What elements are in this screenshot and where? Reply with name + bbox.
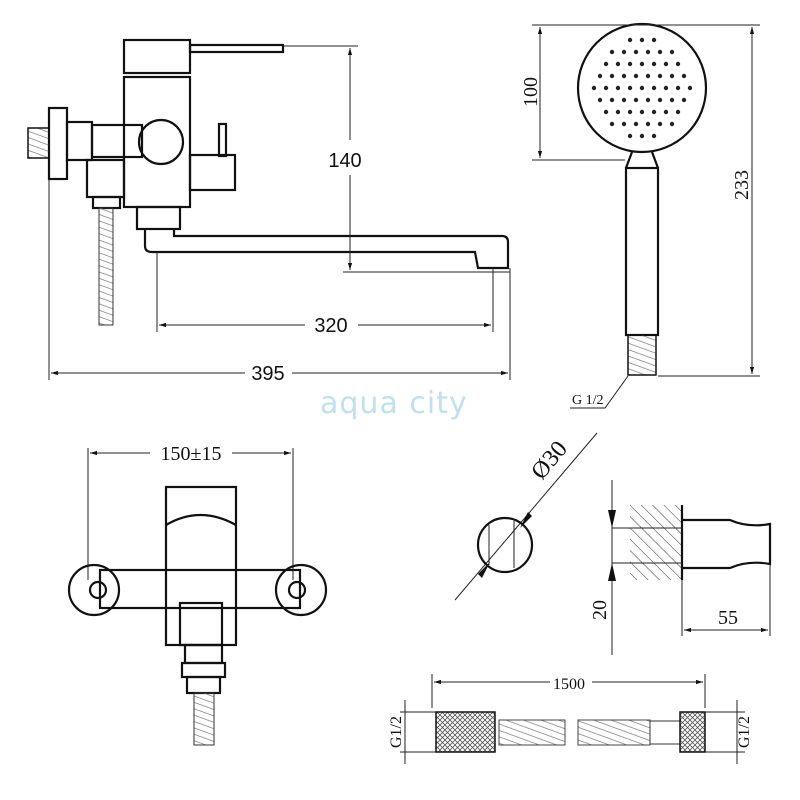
nozzle-hole (675, 61, 681, 67)
nozzle-hole (651, 133, 657, 139)
nozzle-hole (645, 97, 651, 103)
shower-hose (400, 674, 745, 764)
dim-diameter-30: Ø30 (526, 436, 572, 484)
nozzle-hole (603, 61, 609, 67)
nozzle-hole (639, 85, 645, 91)
nozzle-hole (651, 61, 657, 67)
nozzle-hole (681, 73, 687, 79)
nozzle-hole (669, 97, 675, 103)
nozzle-hole (657, 73, 663, 79)
nozzle-hole (633, 49, 639, 55)
thread-label-left: G1/2 (388, 716, 405, 748)
nozzle-hole (687, 85, 693, 91)
nozzle-hole (597, 97, 603, 103)
nozzle-hole (615, 61, 621, 67)
nozzle-hole (645, 73, 651, 79)
nozzle-hole (621, 121, 627, 127)
nozzle-hole (627, 133, 633, 139)
nozzle-hole (609, 121, 615, 127)
dim-1500: 1500 (553, 676, 585, 693)
nozzle-hole (645, 121, 651, 127)
nozzle-hole (627, 61, 633, 67)
nozzle-hole (651, 85, 657, 91)
nozzle-hole (663, 109, 669, 115)
nozzle-hole (633, 73, 639, 79)
nozzle-hole (669, 73, 675, 79)
nozzle-hole (639, 61, 645, 67)
thread-label-right: G1/2 (736, 716, 753, 748)
nozzle-hole (645, 49, 651, 55)
nozzle-hole (639, 109, 645, 115)
holder-mount (454, 432, 772, 655)
nozzle-hole (669, 49, 675, 55)
nozzle-hole (615, 85, 621, 91)
dim-55: 55 (718, 607, 738, 629)
nozzle-hole (675, 85, 681, 91)
nozzle-hole (633, 121, 639, 127)
nozzle-hole (603, 109, 609, 115)
dim-395: 395 (251, 363, 284, 385)
nozzle-hole (663, 61, 669, 67)
nozzle-hole (603, 85, 609, 91)
nozzle-hole (627, 109, 633, 115)
faucet-front-view (67, 448, 328, 746)
nozzle-hole (675, 109, 681, 115)
thread-label-shower: G 1/2 (572, 393, 604, 408)
nozzle-hole (597, 73, 603, 79)
nozzle-hole (657, 97, 663, 103)
nozzle-hole (621, 73, 627, 79)
dim-233: 233 (731, 170, 753, 200)
nozzle-hole (651, 37, 657, 43)
watermark: aqua city (320, 386, 468, 421)
nozzle-hole (657, 49, 663, 55)
nozzle-hole (627, 85, 633, 91)
dim-150: 150±15 (161, 443, 222, 465)
nozzle-hole (639, 133, 645, 139)
nozzle-hole (609, 97, 615, 103)
nozzle-hole (639, 37, 645, 43)
nozzle-hole (609, 49, 615, 55)
faucet-side-view (27, 38, 511, 380)
dim-140: 140 (328, 150, 361, 172)
nozzle-hole (651, 109, 657, 115)
nozzle-hole (591, 85, 597, 91)
dim-100: 100 (520, 77, 542, 107)
nozzle-hole (633, 97, 639, 103)
nozzle-hole (621, 97, 627, 103)
dim-20: 20 (589, 600, 611, 620)
nozzle-hole (627, 37, 633, 43)
nozzle-hole (669, 121, 675, 127)
nozzle-hole (657, 121, 663, 127)
nozzle-hole (621, 49, 627, 55)
nozzle-hole (615, 109, 621, 115)
nozzle-hole (681, 97, 687, 103)
nozzle-hole (609, 73, 615, 79)
shower-head (532, 22, 760, 409)
dim-320: 320 (314, 315, 347, 337)
nozzle-hole (663, 85, 669, 91)
